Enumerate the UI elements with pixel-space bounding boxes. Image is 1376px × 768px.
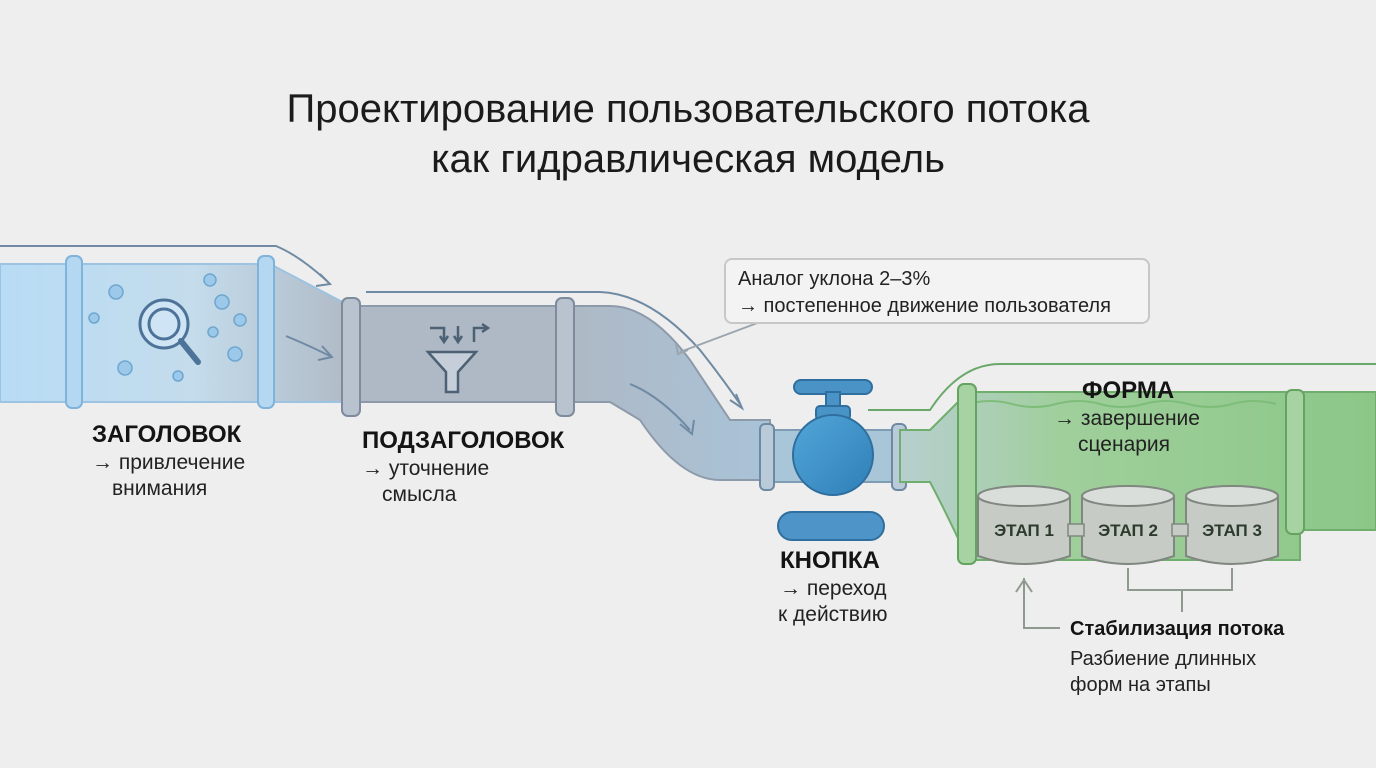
callout-line-2: → постепенное движение пользователя (738, 295, 1111, 317)
label-form-name: ФОРМА (1082, 377, 1175, 404)
label-button-desc-2: к действию (778, 603, 888, 626)
stage-label-2: ЭТАП 2 (1098, 521, 1158, 540)
pipe-form (899, 383, 1376, 565)
label-button-name: КНОПКА (780, 547, 880, 574)
stabilization-line-2: форм на этапы (1070, 674, 1211, 696)
label-header-desc-1: → привлечение (92, 451, 246, 474)
slope-callout: Аналог уклона 2–3% → постепенное движени… (724, 258, 1150, 324)
stabilization-title: Стабилизация потока (1070, 618, 1285, 640)
label-header: ЗАГОЛОВОК → привлечение внимания (92, 420, 245, 502)
stage-bracket (1015, 568, 1233, 629)
label-header-name: ЗАГОЛОВОК (92, 421, 242, 448)
title-line-2: как гидравлическая модель (431, 137, 945, 181)
stage-label-1: ЭТАП 1 (994, 521, 1054, 540)
page-title: Проектирование пользовательского потока … (0, 84, 1376, 184)
label-form-desc-2: сценария (1078, 433, 1171, 456)
callout-connector (679, 321, 761, 353)
label-subheader-name: ПОДЗАГОЛОВОК (362, 427, 565, 454)
label-subheader: ПОДЗАГОЛОВОК → уточнение смысла (362, 426, 564, 508)
callout-line-1: Аналог уклона 2–3% (738, 268, 931, 290)
label-button: КНОПКА → переход к действию (778, 546, 888, 628)
stabilization-note: Стабилизация потока Разбиение длинных фо… (1070, 616, 1284, 698)
pipe-subheader (341, 297, 771, 481)
title-line-1: Проектирование пользовательского потока (286, 87, 1090, 131)
label-form-desc-1: → завершение (1054, 407, 1200, 430)
label-subheader-desc-1: → уточнение (362, 457, 490, 480)
label-form: ФОРМА → завершение сценария (1054, 376, 1200, 458)
magnifier-icon (138, 298, 201, 365)
label-subheader-desc-2: смысла (382, 483, 457, 506)
button-pill (777, 511, 885, 541)
flow-arrows (0, 245, 1376, 436)
stabilization-line-1: Разбиение длинных (1070, 648, 1257, 670)
stage-label-3: ЭТАП 3 (1202, 521, 1262, 540)
label-header-desc-2: внимания (112, 477, 208, 500)
droplets (88, 273, 247, 382)
stage-tanks (977, 485, 1279, 565)
funnel-icon (425, 322, 491, 394)
label-button-desc-1: → переход (780, 577, 887, 600)
valve-icon (792, 379, 874, 496)
